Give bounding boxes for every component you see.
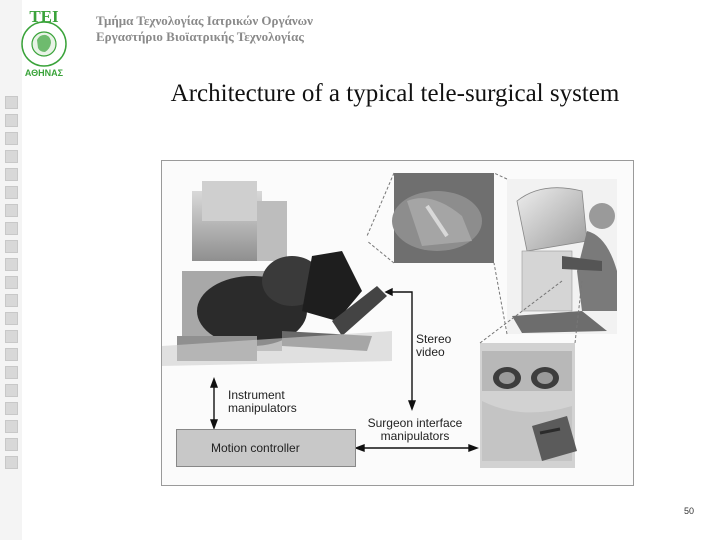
strip-square <box>5 384 18 397</box>
stereo-video-arrow <box>384 287 417 411</box>
logo-text-top: ΤΕΙ <box>29 7 59 26</box>
logo-text-bottom: ΑΘΗΝΑΣ <box>25 68 64 78</box>
page-number: 50 <box>683 506 694 516</box>
motion-controller-box: Motion controller <box>176 429 356 467</box>
figure-illustration <box>162 172 617 468</box>
department-name: Τμήμα Τεχνολογίας Ιατρικών Οργάνων <box>96 13 313 28</box>
strip-square <box>5 168 18 181</box>
slide-title: Architecture of a typical tele-surgical … <box>170 80 620 107</box>
strip-square <box>5 186 18 199</box>
strip-square <box>5 330 18 343</box>
strip-square <box>5 366 18 379</box>
endoscope-view-photo <box>392 173 494 263</box>
instrument-manipulators-label: Instrument manipulators <box>228 388 297 415</box>
telesurgical-system-figure: Stereo video Instrument manipulators Mot… <box>161 160 634 486</box>
strip-square <box>5 258 18 271</box>
strip-square <box>5 402 18 415</box>
surgical-robot-photo <box>162 181 392 366</box>
strip-square <box>5 222 18 235</box>
strip-square <box>5 312 18 325</box>
strip-square <box>5 96 18 109</box>
motion-controller-label: Motion controller <box>211 441 300 455</box>
connector-lines <box>366 172 583 344</box>
strip-square <box>5 420 18 433</box>
strip-square <box>5 276 18 289</box>
strip-square <box>5 348 18 361</box>
surgeon-interface-photo <box>480 343 577 468</box>
instrument-manipulators-arrow <box>209 377 219 430</box>
stereo-video-label: Stereo video <box>416 332 452 359</box>
laboratory-name: Εργαστήριο Βιοϊατρικής Τεχνολογίας <box>96 29 304 44</box>
strip-square <box>5 456 18 469</box>
strip-square <box>5 150 18 163</box>
surgeon-console-photo <box>507 179 617 334</box>
tei-athens-logo: ΤΕΙ ΑΘΗΝΑΣ <box>21 7 67 78</box>
surgeon-interface-label: Surgeon interface manipulators <box>367 416 463 443</box>
strip-square <box>5 204 18 217</box>
strip-square <box>5 294 18 307</box>
surgeon-interface-arrow <box>354 443 479 453</box>
strip-square <box>5 132 18 145</box>
strip-square <box>5 240 18 253</box>
strip-square <box>5 438 18 451</box>
decorative-side-strip <box>0 0 22 540</box>
strip-square <box>5 114 18 127</box>
